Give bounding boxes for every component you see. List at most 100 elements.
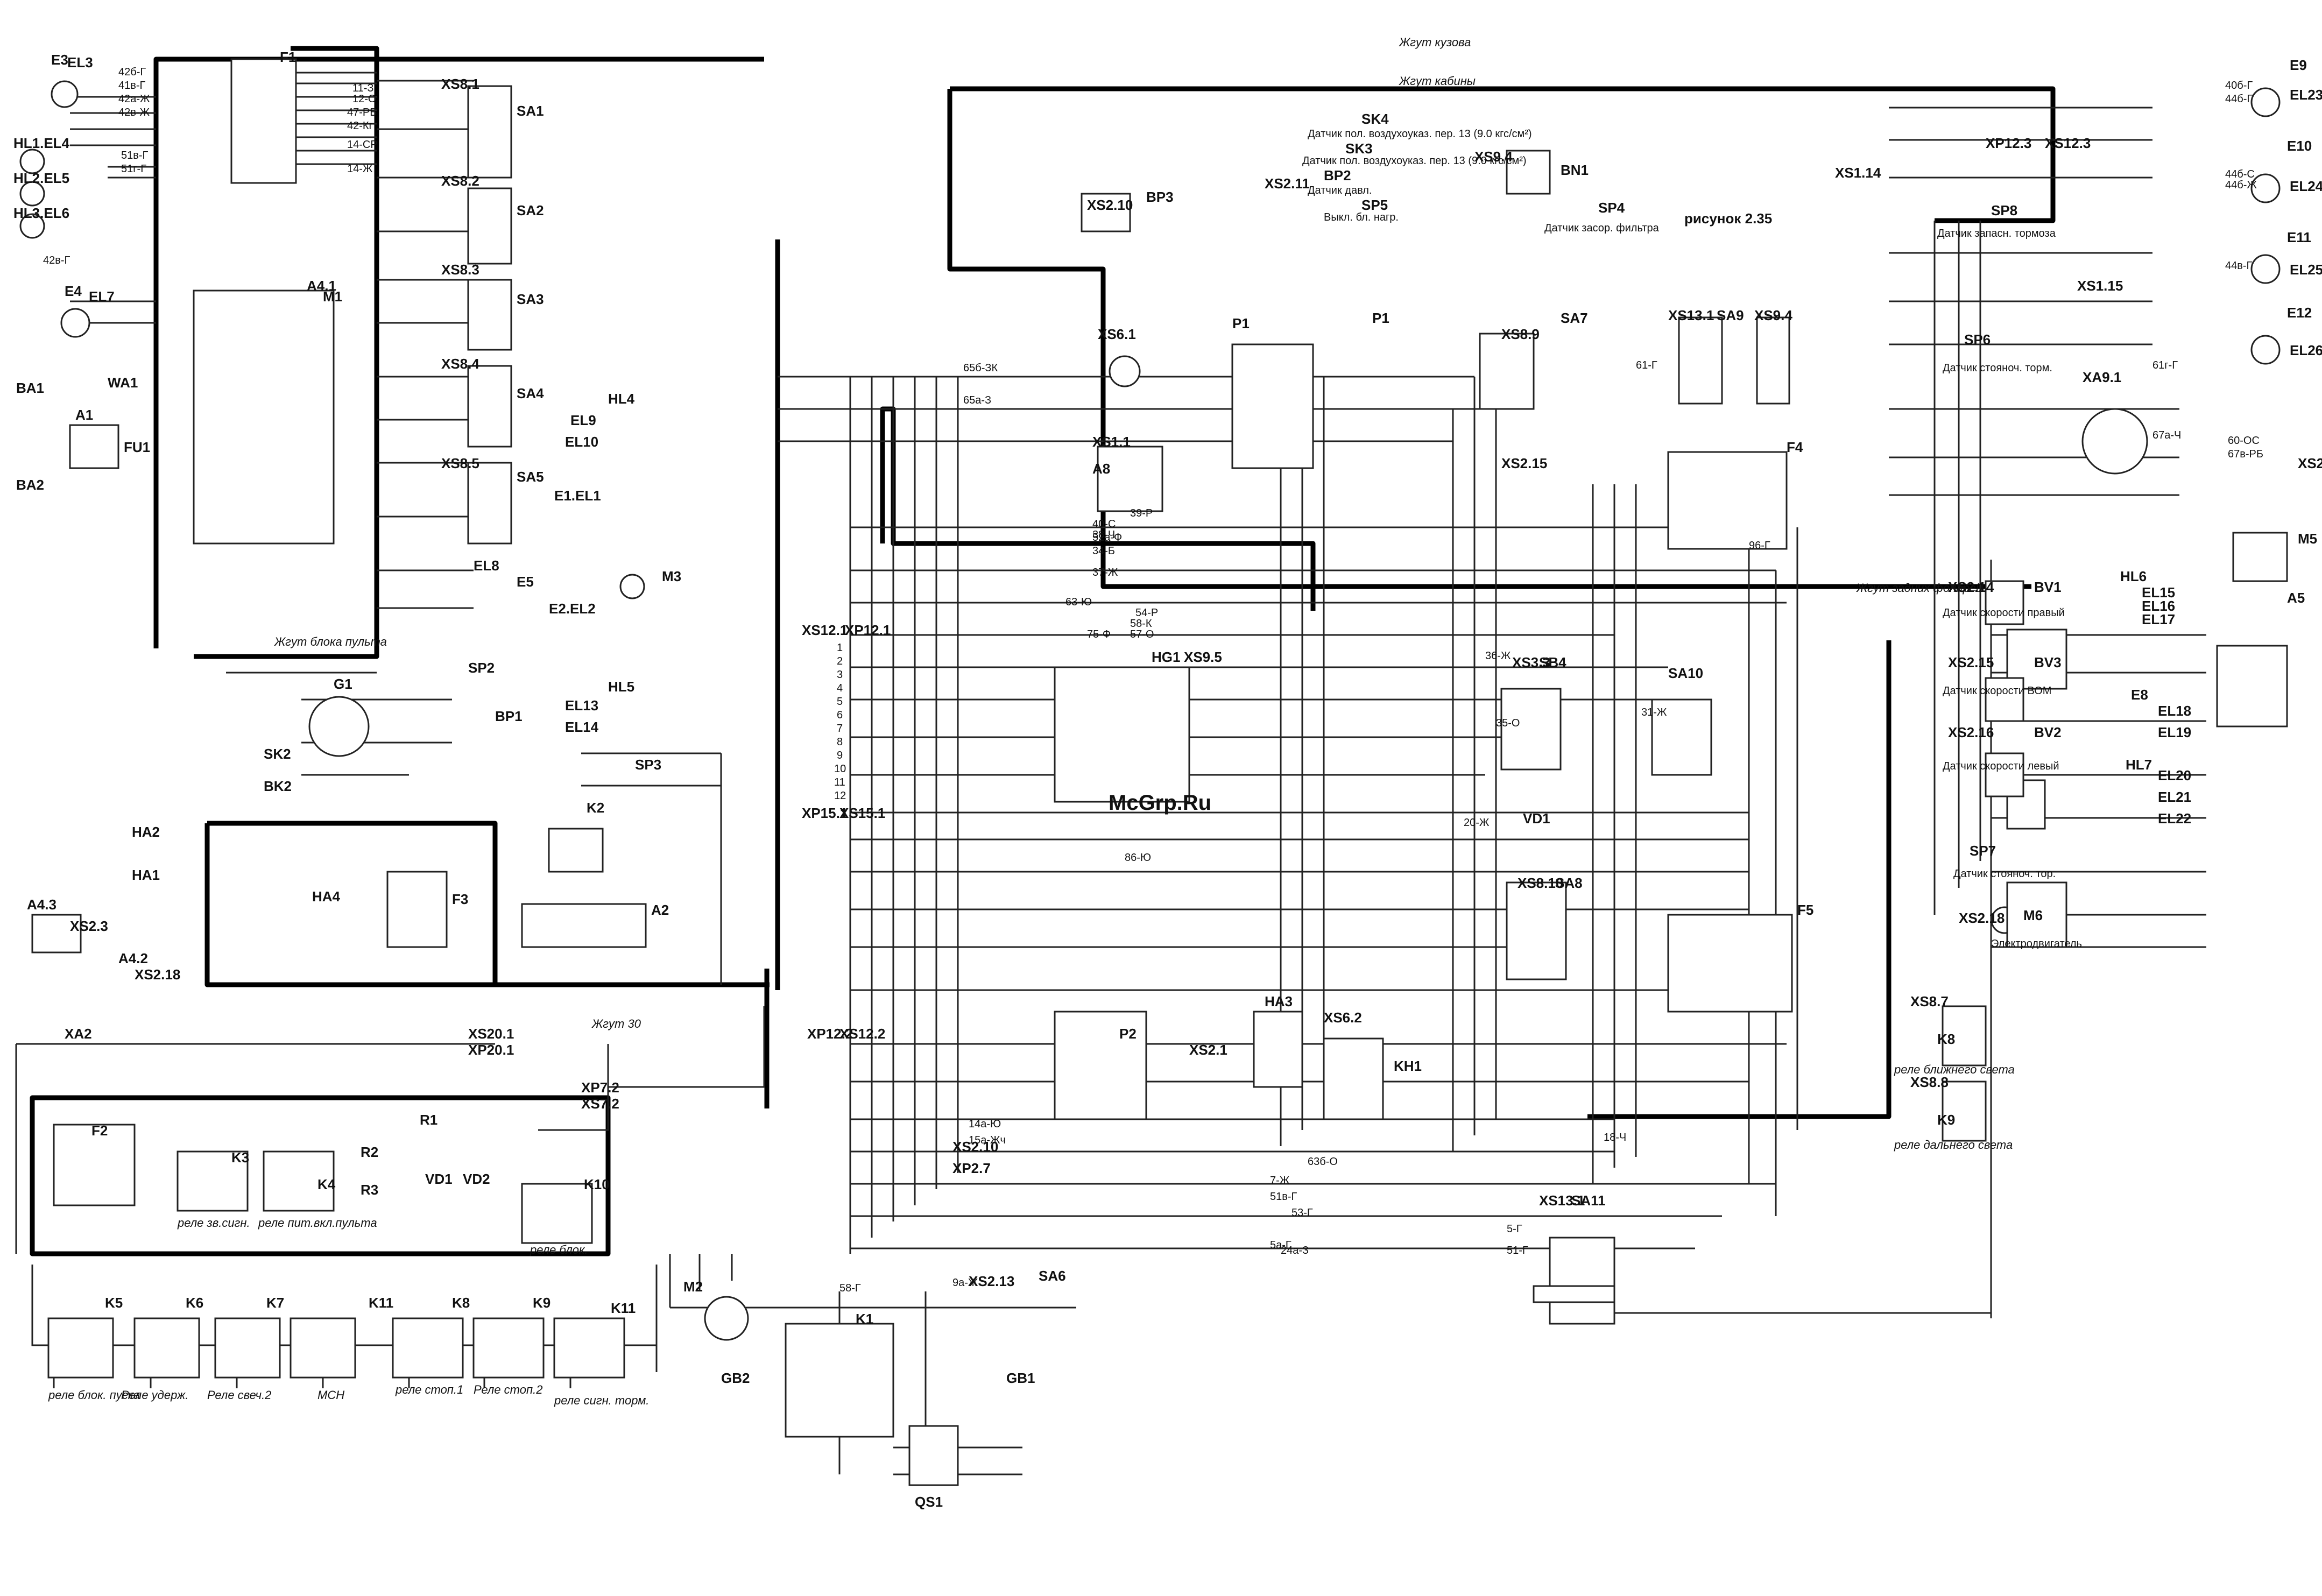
label-e9: E9 [2290, 57, 2307, 73]
switch-sa4 [467, 365, 512, 448]
label-el26: EL26 [2290, 342, 2322, 358]
wire-label: 35-О [1496, 717, 1520, 729]
label-el10: EL10 [565, 434, 598, 450]
label-xs13-1: XS9.5 [1184, 649, 1222, 665]
label-sa3: SA3 [517, 291, 544, 307]
relay-k10-box [521, 1183, 593, 1244]
label-a4-3: A4.3 [27, 896, 57, 913]
label-k9-bottom: K9 [533, 1295, 550, 1311]
pin-label: 12 [834, 790, 846, 802]
label-e10: E10 [2287, 138, 2312, 154]
label-e8: E8 [2131, 687, 2148, 703]
label-xs8-3: XS8.3 [441, 262, 479, 278]
label-xs2-11: XS2.11 [1265, 175, 1310, 192]
label-e2: E2.EL2 [549, 601, 596, 617]
relay-msn-box [290, 1317, 356, 1379]
label-r2: R2 [361, 1144, 378, 1160]
label-xs2-3: XS2.3 [70, 918, 108, 934]
lamp-el3-icon [51, 80, 79, 108]
harness-bus-rear [1587, 640, 1892, 1119]
relay-k7-box [214, 1317, 281, 1379]
note-sp4: Датчик засор. фильтра [1544, 222, 1660, 234]
label-xs2-16r: XS2.15 [1948, 654, 1994, 670]
label-kh1: KH1 [1394, 1058, 1422, 1074]
label-bp1: BP1 [495, 708, 523, 724]
pin-label: 10 [834, 763, 846, 775]
label-sa5: SA5 [517, 469, 544, 485]
motor-unit-a5 [2216, 645, 2288, 728]
label-el22: EL22 [2158, 810, 2191, 827]
motor-wiper-icon [1109, 355, 1141, 387]
wire-label: 7-Ж [1270, 1175, 1290, 1187]
label-k8-bottom: K8 [452, 1295, 470, 1311]
relay-k2 [548, 828, 604, 873]
switch-sa3 [467, 279, 512, 351]
lamp-hl7 [2006, 881, 2067, 948]
label-a2: A2 [651, 902, 669, 918]
note-bv1: Датчик скорости правый [1943, 607, 2065, 619]
label-el14: EL14 [565, 719, 599, 735]
label-sp6: SP6 [1964, 331, 1991, 348]
lamp-el25-icon [2250, 254, 2281, 284]
label-r1: R1 [420, 1112, 437, 1128]
wire-label: 65б-ЗК [963, 362, 998, 374]
mass-switch-qs1 [908, 1425, 959, 1486]
label-g1: G1 [334, 676, 352, 692]
thin-wiring [15, 72, 2206, 1475]
wire-label: 47-РБ [347, 107, 377, 118]
note-sk4: Датчик пол. воздухоуказ. пер. 13 (9.0 кг… [1308, 128, 1532, 140]
label-qs1: QS1 [915, 1494, 943, 1510]
label-sa10: SA10 [1668, 665, 1703, 681]
pin-label: 11 [834, 776, 845, 788]
label-xs5-10: XS8.8 [1910, 1074, 1949, 1090]
label-k6: K6 [186, 1295, 203, 1311]
relay-k9-right [1942, 1081, 1987, 1142]
label-el21: EL21 [2158, 789, 2191, 805]
label-sa9: SA9 [1717, 307, 1744, 323]
harness-bus-top-right [950, 86, 2056, 223]
wire-label: 40-С [1092, 518, 1116, 530]
wire-label: 96-Г [1749, 540, 1770, 552]
label-sp4: SP4 [1598, 200, 1625, 216]
label-xp12-2: XP12.2 [807, 1026, 853, 1042]
caption-k8-right: реле ближнего света [1894, 1063, 2015, 1076]
label-xs8-9: XS13.1 [1539, 1192, 1585, 1209]
label-el16: EL16 [2142, 598, 2175, 614]
module-a8 [1097, 446, 1163, 512]
label-k5: K5 [105, 1295, 123, 1311]
label-a4-1: A4.1 [307, 278, 336, 294]
relay-k8-box [392, 1317, 464, 1379]
lamp-symbols [19, 58, 2288, 1486]
label-xs8-10: XS9.4 [1754, 307, 1792, 323]
label-hl5: HL5 [608, 679, 634, 695]
note-sp5: Выкл. бл. нагр. [1324, 211, 1399, 223]
label-r3: R3 [361, 1182, 378, 1198]
label-fu1: FU1 [124, 439, 150, 455]
label-xs2-19: XS2.18 [1959, 910, 2005, 926]
label-k2: K2 [587, 800, 604, 816]
label-sp3: SP3 [635, 757, 661, 773]
label-xp12-1: XP12.1 [845, 622, 891, 638]
fuse-block-f2 [53, 1124, 136, 1206]
label-sp5: SP5 [1361, 197, 1388, 213]
wire-label: 24а-З [1281, 1245, 1309, 1256]
label-hl3: HL3.EL6 [13, 205, 69, 221]
label-bv1: BV1 [2034, 579, 2062, 595]
label-p1-right: P1 [1372, 310, 1389, 326]
watermark: McGrp.Ru [1109, 791, 1211, 815]
wire-labels: 42б-Г 41в-Г 42а-Ж 42в-Ж 51в-Г 51г-Г 42в-… [43, 66, 2263, 1294]
label-xp7-2: XP7.2 [581, 1079, 619, 1096]
label-el23: EL23 [2290, 87, 2322, 103]
wire-label: 18-Ч [1604, 1132, 1626, 1143]
label-xs9-4: XS1.1 [1092, 434, 1131, 450]
pin-label: 6 [837, 709, 843, 721]
wire-label: 58-К [1130, 618, 1152, 630]
label-xs2-16: XS2.15 [1501, 455, 1547, 471]
label-k9-right: K9 [1937, 1112, 1955, 1128]
relay-k3-box [177, 1150, 249, 1212]
label-sa4: SA4 [517, 385, 544, 401]
note-sk3: Датчик пол. воздухоуказ. пер. 13 (9.0 кг… [1302, 155, 1527, 167]
label-e4: E4 [65, 283, 82, 299]
label-k1: K1 [856, 1311, 873, 1327]
label-xp2-7: XP2.7 [952, 1160, 991, 1176]
